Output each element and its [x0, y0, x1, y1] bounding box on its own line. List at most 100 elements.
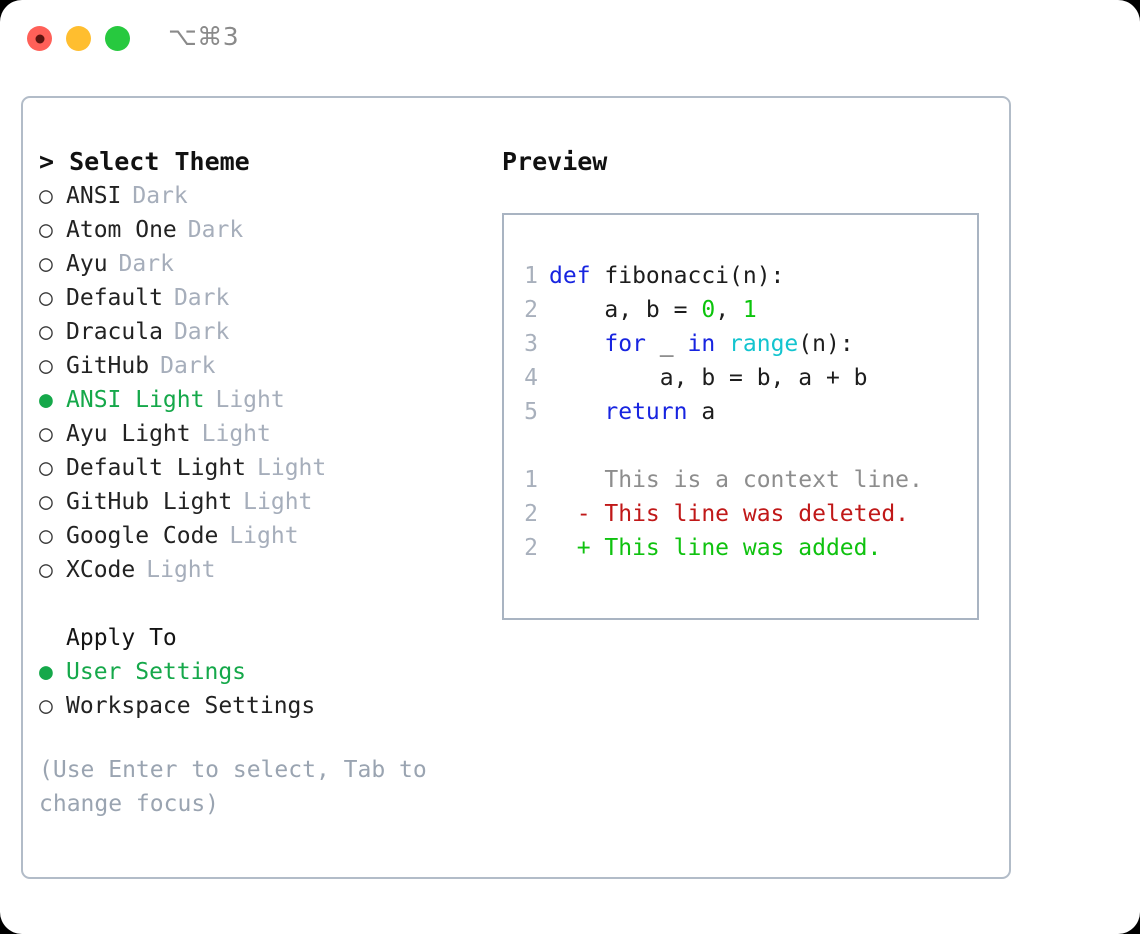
radio-unselected-icon: ○ [39, 353, 53, 379]
code-token-num: 1 [742, 297, 757, 323]
code-token-kw: for [604, 331, 646, 357]
radio-unselected-icon: ○ [39, 557, 53, 583]
diff-line-number: 2 [524, 501, 538, 527]
code-token-id: a, b = b, a + b [549, 365, 868, 391]
code-token-id: fibonacci(n): [590, 263, 785, 289]
theme-item-variant: Light [146, 557, 216, 583]
code-line-number: 2 [524, 297, 538, 323]
theme-item[interactable]: ○ ANSI Dark [39, 179, 489, 213]
code-token-kw: def [549, 263, 591, 289]
theme-item[interactable]: ○ Default Light Light [39, 451, 489, 485]
diff-line-number: 1 [524, 467, 538, 493]
theme-item-label: Default [66, 285, 163, 311]
window-controls [27, 26, 130, 51]
theme-item-variant: Dark [187, 217, 244, 243]
code-line-text: return a [549, 395, 715, 429]
theme-item-label: Dracula [66, 319, 163, 345]
theme-item[interactable]: ○ XCode Light [39, 553, 489, 587]
code-line-number: 5 [524, 399, 538, 425]
code-token-fn: range [729, 331, 799, 357]
theme-item-variant: Dark [118, 251, 174, 277]
theme-item-variant: Dark [173, 285, 230, 311]
radio-unselected-icon: ○ [39, 251, 53, 277]
code-line-text: def fibonacci(n): [549, 259, 784, 293]
code-token-id [549, 399, 604, 425]
code-line-number: 3 [524, 331, 538, 357]
radio-unselected-icon: ○ [39, 693, 53, 719]
code-token-id [715, 331, 729, 357]
select-theme-heading: > Select Theme [39, 147, 250, 176]
diff-line: 2 - This line was deleted. [516, 497, 971, 531]
diff-line: 2 + This line was added. [516, 531, 971, 565]
apply-to-item[interactable]: ○Workspace Settings [39, 689, 489, 723]
code-line-text: a, b = b, a + b [549, 361, 868, 395]
code-line-text: for _ in range(n): [549, 327, 853, 361]
radio-selected-icon: ● [39, 387, 53, 413]
theme-item[interactable]: ○ GitHub Dark [39, 349, 489, 383]
code-token-id: _ [645, 331, 688, 357]
radio-unselected-icon: ○ [39, 319, 53, 345]
title-bar: ⌥⌘3 [0, 0, 1140, 78]
apply-to-item[interactable]: ● User Settings [39, 655, 489, 689]
diff-line-text: - This line was deleted. [549, 501, 910, 527]
apply-to-list[interactable]: ● User Settings ○Workspace Settings [39, 655, 489, 723]
theme-item-label: Default Light [66, 455, 247, 481]
diff-line-text: This is a context line. [549, 467, 923, 493]
code-line: 5 return a [516, 395, 971, 429]
theme-item-label: Ayu [66, 251, 108, 277]
code-token-id: a [687, 399, 716, 425]
theme-item-label: GitHub [66, 353, 150, 379]
preview-heading: Preview [502, 147, 608, 176]
diff-line-number: 2 [524, 535, 538, 561]
radio-unselected-icon: ○ [39, 489, 53, 515]
theme-item-label: XCode [66, 557, 136, 583]
radio-unselected-icon: ○ [39, 523, 53, 549]
code-line-number: 4 [524, 365, 538, 391]
keyboard-shortcut-label: ⌥⌘3 [168, 22, 240, 51]
theme-item[interactable]: ○ Dracula Dark [39, 315, 489, 349]
radio-unselected-icon: ○ [39, 183, 53, 209]
theme-item-label: ANSI [66, 183, 122, 209]
radio-selected-icon: ● [39, 659, 53, 685]
code-token-id: a, b = [549, 297, 702, 323]
code-token-kw: in [687, 331, 716, 357]
code-line: 1 def fibonacci(n): [516, 259, 971, 293]
code-token-id: , [715, 297, 743, 323]
code-line-text: a, b = 0, 1 [549, 293, 757, 327]
theme-item[interactable]: ○ Atom One Dark [39, 213, 489, 247]
theme-item-variant: Dark [132, 183, 188, 209]
code-line: 2 a, b = 0, 1 [516, 293, 971, 327]
diff-line-group: 1 This is a context line. 2 - This line w… [516, 463, 971, 565]
apply-to-item-label: User Settings [66, 659, 247, 685]
theme-item-label: ANSI Light [66, 387, 205, 413]
close-window-button[interactable] [27, 26, 52, 51]
theme-item-variant: Light [215, 387, 285, 413]
theme-item[interactable]: ● ANSI Light Light [39, 383, 489, 417]
radio-unselected-icon: ○ [39, 455, 53, 481]
code-diff-gap [516, 429, 971, 463]
code-line-number: 1 [524, 263, 538, 289]
theme-item-variant: Dark [173, 319, 230, 345]
code-token-kw: return [604, 399, 688, 425]
maximize-window-button[interactable] [105, 26, 130, 51]
theme-item-variant: Light [201, 421, 271, 447]
code-token-id [549, 331, 604, 357]
theme-item-label: Atom One [66, 217, 177, 243]
theme-item-variant: Dark [160, 353, 216, 379]
apply-to-heading: Apply To [66, 625, 177, 651]
theme-item-variant: Light [257, 455, 327, 481]
theme-item[interactable]: ○ Ayu Dark [39, 247, 489, 281]
radio-unselected-icon: ○ [39, 217, 53, 243]
minimize-window-button[interactable] [66, 26, 91, 51]
